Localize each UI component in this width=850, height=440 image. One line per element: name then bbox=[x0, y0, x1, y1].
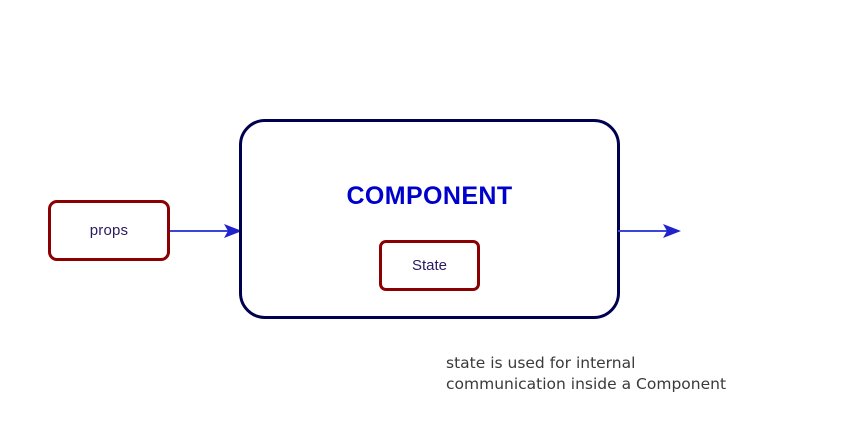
node-component: COMPONENT State bbox=[239, 119, 620, 319]
node-props-label: props bbox=[89, 222, 129, 239]
diagram-caption: state is used for internal communication… bbox=[446, 354, 727, 393]
component-to-dom-arrow bbox=[618, 219, 681, 243]
props-to-component-arrow bbox=[170, 219, 242, 243]
node-state: State bbox=[379, 240, 480, 291]
arrow-right-icon bbox=[170, 224, 242, 238]
node-state-label: State bbox=[411, 257, 448, 274]
node-component-title: COMPONENT bbox=[346, 182, 513, 210]
arrow-right-icon bbox=[618, 224, 681, 238]
node-props: props bbox=[48, 200, 170, 261]
